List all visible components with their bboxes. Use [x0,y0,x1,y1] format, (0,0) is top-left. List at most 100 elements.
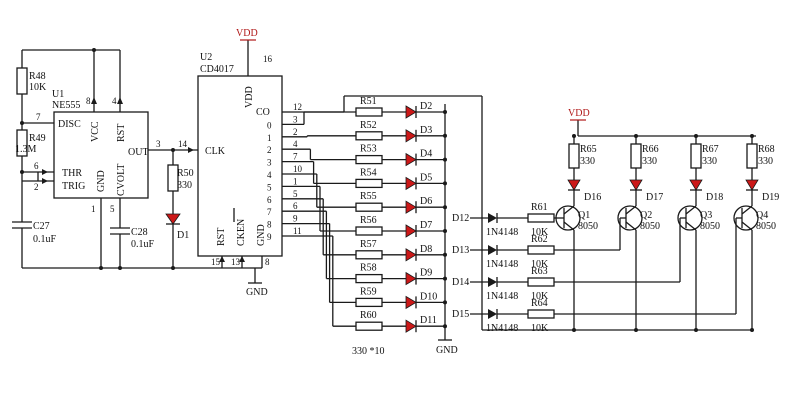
u2-output-5: 5 [267,182,272,192]
resistor-R52 [355,131,383,141]
top-resistor-R68 [746,143,758,169]
resistor-R58-ref: R58 [360,263,377,274]
c28-ref: C28 [131,227,148,238]
base-resistor-R62-ref: R62 [531,234,548,245]
u1-pin3: 3 [156,139,161,149]
u2-output-4: 4 [267,170,272,180]
u1-pin2: 2 [34,182,39,192]
r48-value: 10K [29,82,47,93]
resistor-R55-ref: R55 [360,191,377,202]
transistor-Q4 [733,205,759,231]
top-resistor-R67-ref: R67 [702,144,719,155]
top-led-D18 [689,179,703,191]
top-led-D19-ref: D19 [762,192,779,203]
led-D8-ref: D8 [420,244,432,255]
u2-right-pin-7: 7 [293,152,298,162]
top-resistor-R65 [568,143,580,169]
u2-ref: U2 [200,52,212,63]
led-D11 [405,319,417,333]
c27-ref: C27 [33,221,50,232]
led-D3 [405,129,417,143]
transistor-Q2 [617,205,643,231]
u1-pin4: 4 [112,96,117,106]
u2-pin15: 15 [211,257,221,267]
d1-led [165,213,181,225]
u2-output-8: 8 [267,220,272,230]
steer-diode-D15-ref: D15 [452,309,469,320]
steer-diode-D15 [488,309,497,319]
led-D5-ref: D5 [420,172,432,183]
d1-ref: D1 [177,230,189,241]
top-led-D16-ref: D16 [584,192,601,203]
cd4017-section: U2 CD4017 VDD CLK RST CKEN GND CO VDD 16… [197,28,303,298]
led-D7 [405,224,417,238]
u2-right-pin-1: 1 [293,176,298,186]
r49-value: 1.3M [15,144,37,155]
resistor-R51-ref: R51 [360,96,377,107]
u1-rst-label: RST [116,124,127,142]
transistor-Q1 [555,205,581,231]
transistor-Q3-ref: Q3 [700,210,712,221]
u2-part: CD4017 [200,64,234,75]
resistor-R54-ref: R54 [360,167,377,178]
base-resistor-R61-ref: R61 [531,202,548,213]
top-led-D17-ref: D17 [646,192,663,203]
driver-vdd-label: VDD [568,108,590,119]
resistor-R52-ref: R52 [360,120,377,131]
top-led-D17 [629,179,643,191]
led-D10 [405,295,417,310]
steer-diode-D12 [488,213,497,223]
u2-co-label: CO [256,107,270,118]
led-D11-ref: D11 [420,315,437,326]
u2-output-1: 1 [267,133,272,143]
steer-diode-D14 [488,277,497,287]
resistor-R59-ref: R59 [360,286,377,297]
resistor-R56-ref: R56 [360,215,377,226]
steer-diode-D13 [488,245,497,255]
resistor-R57-ref: R57 [360,239,377,250]
led-D9-ref: D9 [420,268,432,279]
steer-diode-D15-type: 1N4148 [486,323,518,334]
resistor-R60 [355,321,383,331]
base-resistor-R64 [527,309,555,319]
top-resistor-R66 [630,143,642,169]
led-D8 [405,248,417,262]
led-D7-ref: D7 [420,220,432,231]
resistor-R59 [355,297,383,308]
u2-rst-label: RST [216,228,227,246]
base-resistor-R62-value: 10K [531,259,549,270]
top-resistor-R65-ref: R65 [580,144,597,155]
resistor-note: 330 *10 [352,346,385,357]
u2-output-3: 3 [267,158,272,168]
base-resistor-R61 [527,213,555,223]
base-resistor-R64-value: 10K [531,323,549,334]
r49-ref: R49 [29,133,46,144]
u1-out-label: OUT [128,147,149,158]
u2-pin14: 14 [178,139,188,149]
resistor-R51 [355,107,383,117]
led-D2-ref: D2 [420,101,432,112]
u2-right-pin-10: 10 [293,164,303,174]
base-resistor-R63-ref: R63 [531,266,548,277]
transistor-Q3 [677,205,703,231]
top-resistor-R65-value: 330 [580,156,595,167]
u2-output-6: 6 [267,195,272,205]
resistor-R53 [355,154,383,165]
u1-part: NE555 [52,100,80,111]
u2-right-pin-4: 4 [293,139,298,149]
resistor-R55 [355,202,383,212]
top-resistor-R66-value: 330 [642,156,657,167]
steer-diode-D14-ref: D14 [452,277,469,288]
steer-diode-D13-type: 1N4148 [486,259,518,270]
cd4017-chip [197,75,283,257]
base-resistor-R63 [527,277,555,287]
top-led-D19 [745,179,759,191]
c28-value: 0.1uF [131,239,155,250]
u2-right-pin-6: 6 [293,201,298,211]
top-resistor-R66-ref: R66 [642,144,659,155]
r48-ref: R48 [29,71,46,82]
r50-ref: R50 [177,168,194,179]
resistor-R58 [355,273,383,284]
